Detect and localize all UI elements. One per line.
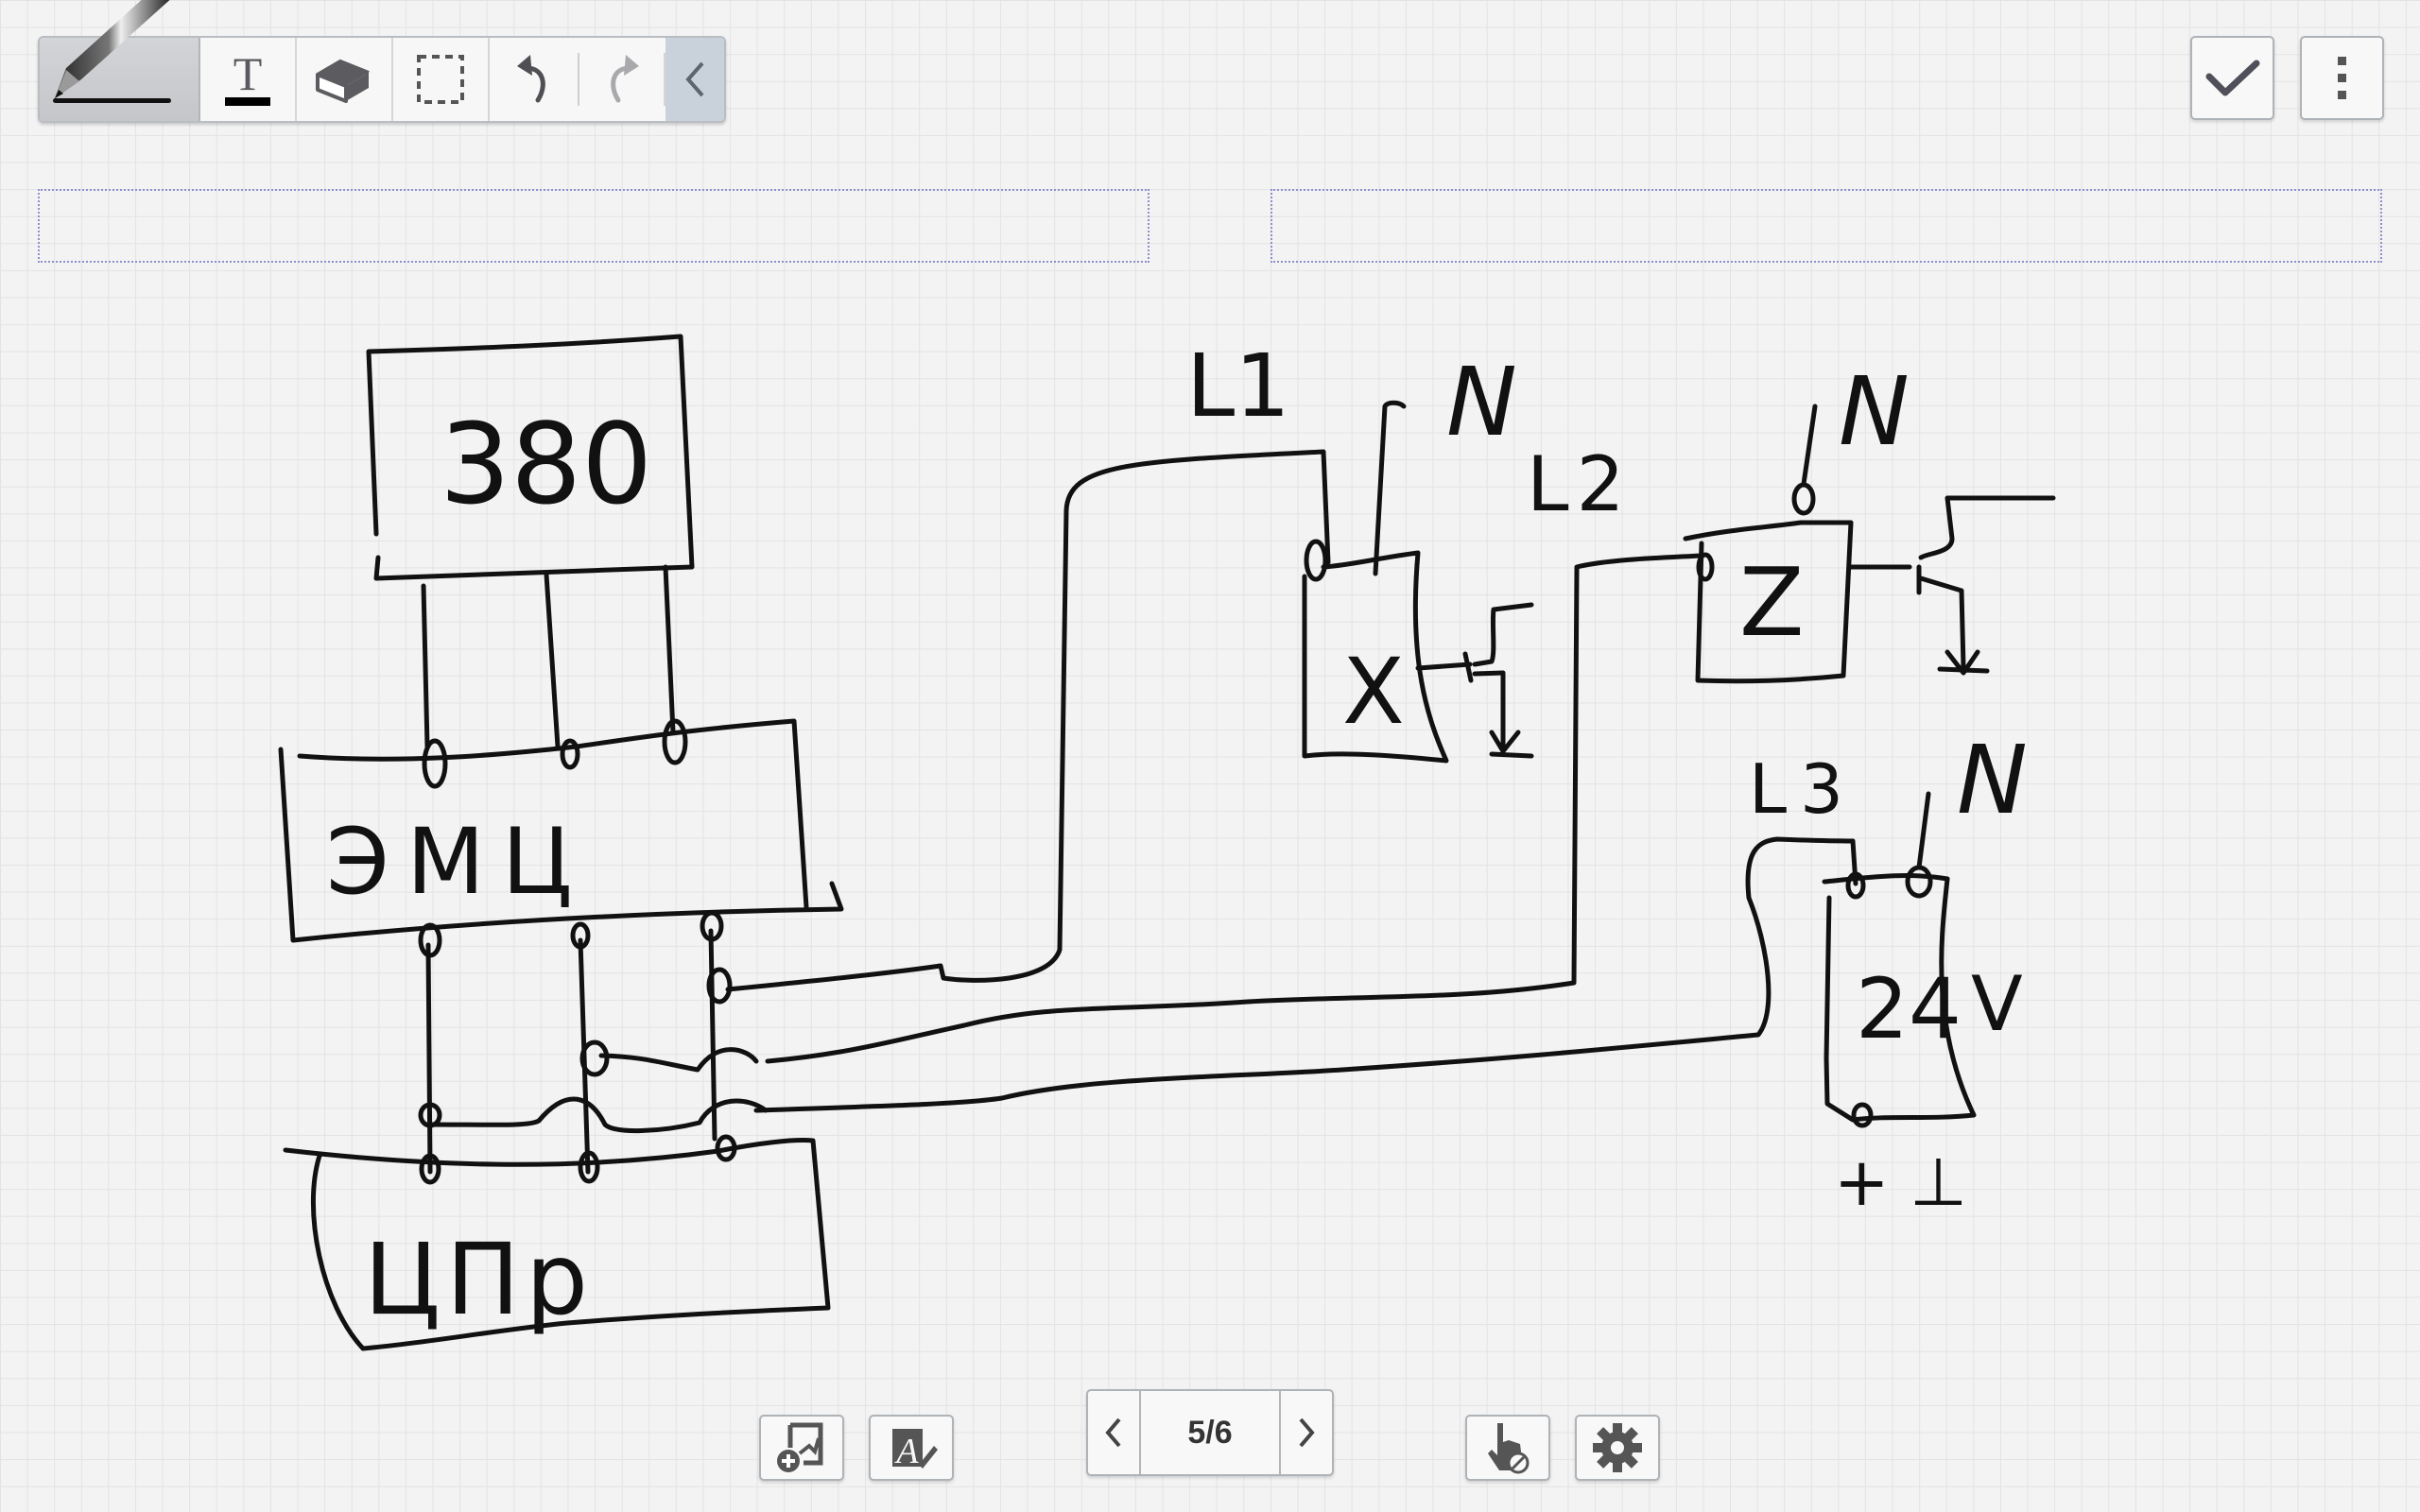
terminal [419, 1153, 441, 1185]
block-label: ЭМЦ [326, 809, 589, 915]
terminal [422, 738, 448, 789]
title-field-right[interactable] [1270, 189, 2382, 263]
terminal [706, 967, 733, 1005]
label-minus: ⊥ [1910, 1143, 1967, 1221]
terminal [560, 738, 580, 770]
vertical-bus [425, 928, 717, 1175]
terminal [578, 1150, 600, 1184]
settings-button[interactable] [1575, 1415, 1660, 1481]
wire-l2 [765, 553, 1704, 1064]
wire-phase-a [421, 583, 430, 749]
text-recognition-button[interactable]: A [869, 1415, 954, 1481]
insert-image-icon [777, 1422, 823, 1472]
block-label: 380 [440, 399, 652, 529]
wire-l3 [753, 836, 1858, 1113]
block-label: X [1342, 639, 1405, 745]
redo-button[interactable] [578, 53, 666, 106]
collapse-toolbar-button[interactable] [666, 38, 724, 121]
wire-phase-b [544, 572, 561, 749]
label-l1: L1 [1186, 335, 1290, 437]
output-contact [1415, 602, 1534, 759]
undo-icon [516, 55, 545, 103]
eraser-icon [316, 59, 370, 103]
block-label: Z [1739, 547, 1805, 658]
text-recognition-icon: A [892, 1429, 938, 1471]
selection-icon [417, 55, 464, 104]
block-psu-24v: 24 [1822, 791, 1977, 1128]
hand-no-touch-icon [1488, 1423, 1530, 1474]
redo-icon [610, 55, 639, 103]
insert-image-button[interactable] [759, 1415, 844, 1481]
page-number-label: 5/6 [1187, 1414, 1233, 1451]
wire-l1 [725, 449, 1331, 992]
wire-n3 [1916, 791, 1931, 870]
block-emc: ЭМЦ [278, 718, 844, 943]
tool-toolbar: T [38, 36, 726, 123]
eraser-tool-button[interactable] [297, 38, 393, 121]
check-icon [2205, 60, 2259, 95]
block-label: 24 [1856, 960, 1962, 1057]
label-n2: N [1839, 356, 1910, 467]
label-n1: N [1446, 347, 1517, 457]
wire-n2 [1801, 404, 1818, 487]
label-plus: + [1834, 1143, 1890, 1221]
block-cpr: ЦПр [283, 1134, 831, 1351]
pen-icon [55, 0, 170, 98]
done-button[interactable] [2190, 36, 2274, 120]
label-n3: N [1957, 725, 2028, 835]
wire-phase-c [663, 564, 676, 735]
block-label: ЦПр [364, 1222, 594, 1337]
svg-text:T: T [233, 48, 263, 100]
previous-page-button[interactable] [1088, 1391, 1141, 1474]
label-l3: L3 [1749, 749, 1857, 829]
next-page-button[interactable] [1281, 1391, 1332, 1474]
output-contact [1848, 495, 2056, 676]
terminal [579, 1040, 610, 1077]
block-load-x: X [1302, 400, 1534, 764]
undo-button[interactable] [490, 38, 578, 121]
pen-stroke-preview [53, 98, 171, 103]
block-load-z: Z [1683, 404, 2056, 684]
page-navigator: 5/6 [1086, 1389, 1334, 1476]
wire-n1 [1373, 400, 1407, 576]
title-field-left[interactable] [38, 189, 1150, 263]
selection-tool-button[interactable] [393, 38, 490, 121]
crossover-wires [427, 1047, 769, 1134]
text-tool-button[interactable]: T [200, 38, 297, 121]
chevron-left-icon [1105, 1418, 1121, 1448]
chevron-left-icon [685, 61, 704, 97]
label-l2: L2 [1527, 440, 1632, 528]
page-indicator[interactable]: 5/6 [1141, 1391, 1281, 1474]
hand-mode-button[interactable] [1465, 1415, 1550, 1481]
more-vertical-icon [2337, 56, 2346, 99]
terminal [715, 1134, 737, 1162]
block-supply-380: 380 [366, 334, 695, 581]
chevron-right-icon [1299, 1418, 1315, 1448]
terminal [662, 718, 688, 765]
gear-icon [1593, 1423, 1642, 1472]
label-volt: V [1971, 960, 2023, 1048]
text-icon: T [225, 48, 270, 106]
svg-text:A: A [893, 1432, 919, 1471]
more-options-button[interactable] [2300, 36, 2384, 120]
